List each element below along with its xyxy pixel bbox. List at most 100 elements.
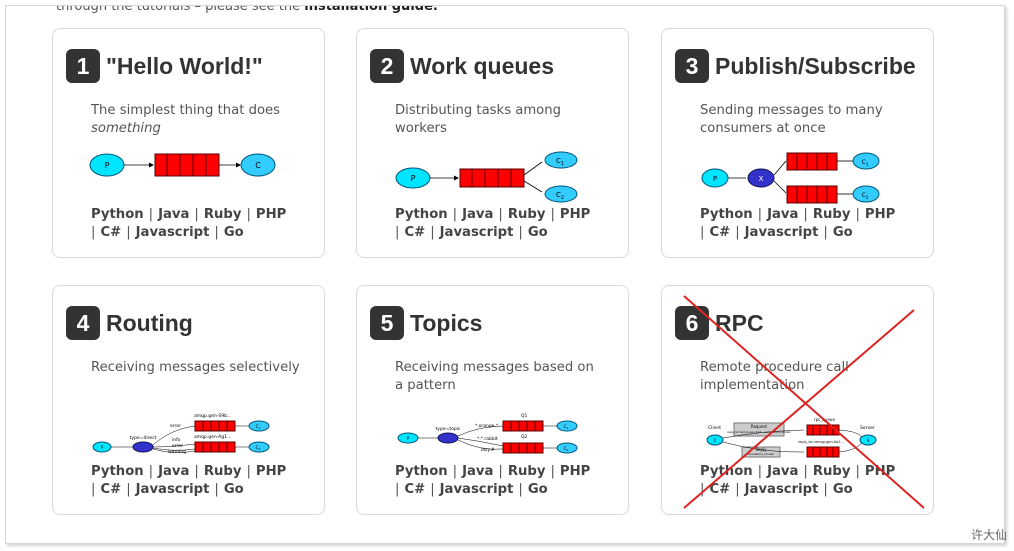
lang-link-python[interactable]: Python bbox=[700, 207, 753, 222]
tutorial-description: Sending messages to many consumers at on… bbox=[700, 103, 883, 136]
description-text: The simplest thing that does bbox=[91, 103, 280, 118]
svg-text:warning: warning bbox=[168, 449, 186, 455]
installation-guide-link[interactable]: installation guide. bbox=[304, 5, 438, 14]
lang-link-go[interactable]: Go bbox=[527, 225, 548, 240]
consumer-node-1 bbox=[852, 152, 880, 170]
tutorial-card-rpc[interactable]: 6 RPC Remote procedure call implementati… bbox=[661, 285, 934, 515]
lang-link-python[interactable]: Python bbox=[700, 464, 753, 479]
intro-text: through the tutorials – please see the i… bbox=[56, 5, 438, 14]
lang-link-csharp[interactable]: C# bbox=[404, 482, 426, 497]
producer-label: P bbox=[411, 174, 416, 183]
svg-text:C1: C1 bbox=[556, 157, 564, 167]
svg-text:rpc_queue: rpc_queue bbox=[814, 417, 835, 422]
lang-link-php[interactable]: PHP bbox=[864, 464, 896, 479]
lang-link-java[interactable]: Java bbox=[158, 464, 190, 479]
tutorial-card-topics[interactable]: 5 Topics Receiving messages based on a p… bbox=[356, 285, 629, 515]
svg-text:Client: Client bbox=[708, 425, 721, 431]
svg-text:C2: C2 bbox=[862, 192, 869, 200]
tutorial-card-work-queues[interactable]: 2 Work queues Distributing tasks among w… bbox=[356, 28, 629, 258]
tutorial-title[interactable]: RPC bbox=[715, 309, 764, 336]
svg-text:amqp.gen-S9b...: amqp.gen-S9b... bbox=[194, 413, 231, 419]
tutorial-description: The simplest thing that does something bbox=[91, 102, 301, 138]
consumer-node-1 bbox=[544, 151, 578, 169]
svg-text:P: P bbox=[101, 445, 104, 450]
tutorial-number-badge: 2 bbox=[370, 49, 404, 83]
svg-text:type=topic: type=topic bbox=[436, 426, 461, 432]
svg-text:*.*.rabbit: *.*.rabbit bbox=[477, 436, 498, 442]
lang-link-java[interactable]: Java bbox=[767, 207, 799, 222]
tutorial-card-hello-world[interactable]: 1 "Hello World!" The simplest thing that… bbox=[52, 28, 325, 258]
lang-link-javascript[interactable]: Javascript bbox=[135, 482, 210, 497]
lang-link-php[interactable]: PHP bbox=[255, 207, 287, 222]
tutorial-card-routing[interactable]: 4 Routing Receiving messages selectively… bbox=[52, 285, 325, 515]
lang-link-python[interactable]: Python bbox=[91, 207, 144, 222]
lang-link-javascript[interactable]: Javascript bbox=[135, 225, 210, 240]
lang-link-javascript[interactable]: Javascript bbox=[744, 225, 819, 240]
lang-link-javascript[interactable]: Javascript bbox=[439, 482, 514, 497]
lang-link-csharp[interactable]: C# bbox=[709, 225, 731, 240]
tutorial-title[interactable]: Work queues bbox=[410, 52, 554, 79]
svg-text:error: error bbox=[172, 443, 183, 449]
lang-link-python[interactable]: Python bbox=[395, 464, 448, 479]
card-heading: 6 RPC bbox=[675, 306, 764, 340]
lang-link-java[interactable]: Java bbox=[462, 464, 494, 479]
lang-link-javascript[interactable]: Javascript bbox=[744, 482, 819, 497]
lang-link-csharp[interactable]: C# bbox=[709, 482, 731, 497]
tutorial-card-publish-subscribe[interactable]: 3 Publish/Subscribe Sending messages to … bbox=[661, 28, 934, 258]
svg-text:Q1: Q1 bbox=[521, 413, 528, 419]
lang-link-ruby[interactable]: Ruby bbox=[507, 207, 546, 222]
tutorial-description: Receiving messages based on a pattern bbox=[395, 360, 594, 393]
card-heading: 1 "Hello World!" bbox=[66, 49, 263, 83]
tutorial-title[interactable]: Topics bbox=[410, 309, 483, 336]
svg-text:C: C bbox=[714, 438, 717, 443]
lang-link-java[interactable]: Java bbox=[767, 464, 799, 479]
card-heading: 5 Topics bbox=[370, 306, 482, 340]
card-heading: 4 Routing bbox=[66, 306, 193, 340]
consumer-node-2 bbox=[544, 185, 578, 203]
tutorial-number-badge: 3 bbox=[675, 49, 709, 83]
publish-subscribe-diagram: P X C1 C2 bbox=[701, 152, 880, 204]
queue bbox=[154, 153, 220, 177]
lang-link-javascript[interactable]: Javascript bbox=[439, 225, 514, 240]
lang-link-ruby[interactable]: Ruby bbox=[812, 464, 851, 479]
lang-link-php[interactable]: PHP bbox=[559, 464, 591, 479]
lang-link-go[interactable]: Go bbox=[223, 482, 244, 497]
lang-link-java[interactable]: Java bbox=[462, 207, 494, 222]
svg-text:C1: C1 bbox=[256, 424, 261, 430]
rpc-diagram: Client C Request reply_to=amqp.gen-Xa2..… bbox=[706, 417, 877, 458]
lang-link-java[interactable]: Java bbox=[158, 207, 190, 222]
lang-link-csharp[interactable]: C# bbox=[100, 225, 122, 240]
lang-link-go[interactable]: Go bbox=[832, 225, 853, 240]
svg-text:correlation_id=abc: correlation_id=abc bbox=[748, 452, 775, 456]
lang-link-python[interactable]: Python bbox=[395, 207, 448, 222]
tutorial-number-badge: 1 bbox=[66, 49, 100, 83]
tutorial-title[interactable]: "Hello World!" bbox=[106, 52, 263, 79]
svg-text:Q2: Q2 bbox=[521, 434, 528, 440]
svg-text:C2: C2 bbox=[556, 191, 564, 201]
lang-link-python[interactable]: Python bbox=[91, 464, 144, 479]
lang-link-go[interactable]: Go bbox=[223, 225, 244, 240]
language-links: Python|Java|Ruby|PHP|C#|Javascript|Go bbox=[700, 207, 896, 240]
lang-link-php[interactable]: PHP bbox=[864, 207, 896, 222]
tutorial-number-badge: 5 bbox=[370, 306, 404, 340]
lang-link-csharp[interactable]: C# bbox=[404, 225, 426, 240]
consumer-label: C bbox=[255, 161, 261, 170]
svg-text:P: P bbox=[713, 175, 717, 183]
lang-link-php[interactable]: PHP bbox=[559, 207, 591, 222]
tutorial-title[interactable]: Publish/Subscribe bbox=[715, 52, 916, 79]
screenshot-frame: through the tutorials – please see the i… bbox=[5, 5, 1005, 544]
lang-link-ruby[interactable]: Ruby bbox=[203, 464, 242, 479]
lang-link-ruby[interactable]: Ruby bbox=[812, 207, 851, 222]
tutorial-title[interactable]: Routing bbox=[106, 309, 193, 336]
svg-text:Request: Request bbox=[751, 424, 768, 429]
lang-link-go[interactable]: Go bbox=[527, 482, 548, 497]
lang-link-php[interactable]: PHP bbox=[255, 464, 287, 479]
lang-link-ruby[interactable]: Ruby bbox=[203, 207, 242, 222]
svg-text:C1: C1 bbox=[564, 424, 569, 430]
language-links: Python|Java|Ruby|PHP|C#|Javascript|Go bbox=[91, 207, 287, 240]
lang-link-go[interactable]: Go bbox=[832, 482, 853, 497]
lang-link-ruby[interactable]: Ruby bbox=[507, 464, 546, 479]
lang-link-csharp[interactable]: C# bbox=[100, 482, 122, 497]
intro-text-body: through the tutorials – please see the bbox=[56, 5, 305, 14]
language-links: Python|Java|Ruby|PHP|C#|Javascript|Go bbox=[700, 464, 896, 497]
